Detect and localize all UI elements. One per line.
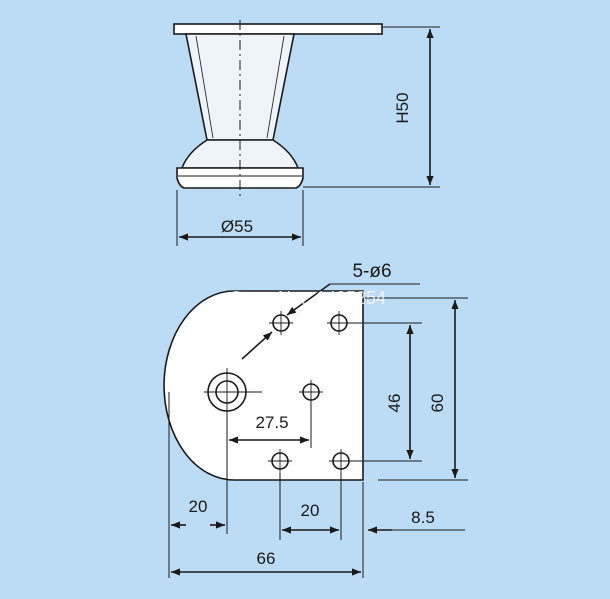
- diameter-dimension: [176, 190, 304, 246]
- leg-elevation: [173, 20, 383, 198]
- hole-leader-arrow-lower: [241, 331, 273, 360]
- holes-label: 5-ø6: [352, 261, 391, 282]
- watermark-text: Store No.: 1405254: [230, 288, 386, 308]
- outer-vertical-dimension: [365, 297, 468, 481]
- offset-label: 27.5: [255, 413, 288, 432]
- right-margin-dimension: [362, 482, 465, 578]
- hole-leader-arrow-upper: [286, 283, 331, 316]
- left-width-dimension: [168, 392, 228, 578]
- hole-spacing-label: 20: [301, 501, 320, 520]
- hole-leader: [241, 283, 420, 360]
- inner-vertical-dimension: [350, 322, 422, 462]
- total-width-label: 66: [257, 549, 276, 568]
- leg-shade-line-left: [195, 35, 214, 139]
- hole-spacing-dimension: [279, 473, 342, 540]
- mounting-hole: [268, 449, 292, 473]
- inner-vertical-label: 46: [385, 394, 404, 413]
- mounting-hole: [327, 311, 351, 335]
- mounting-hole: [269, 311, 293, 335]
- leg-shade-line-right: [266, 35, 285, 139]
- mounting-plate-plan: [163, 290, 364, 481]
- mounting-hole: [299, 380, 323, 404]
- height-dimension: [303, 26, 440, 188]
- top-mounting-plate: [173, 23, 383, 35]
- diameter-label: Ø55: [221, 217, 253, 236]
- height-label: H50: [393, 92, 412, 123]
- plate-outline: [163, 290, 364, 481]
- offset-dimension: [226, 402, 312, 448]
- left-width-label: 20: [189, 497, 208, 516]
- mounting-hole: [329, 449, 353, 473]
- right-margin-label: 8.5: [411, 508, 435, 527]
- outer-vertical-label: 60: [428, 394, 447, 413]
- foot-ring: [176, 167, 304, 189]
